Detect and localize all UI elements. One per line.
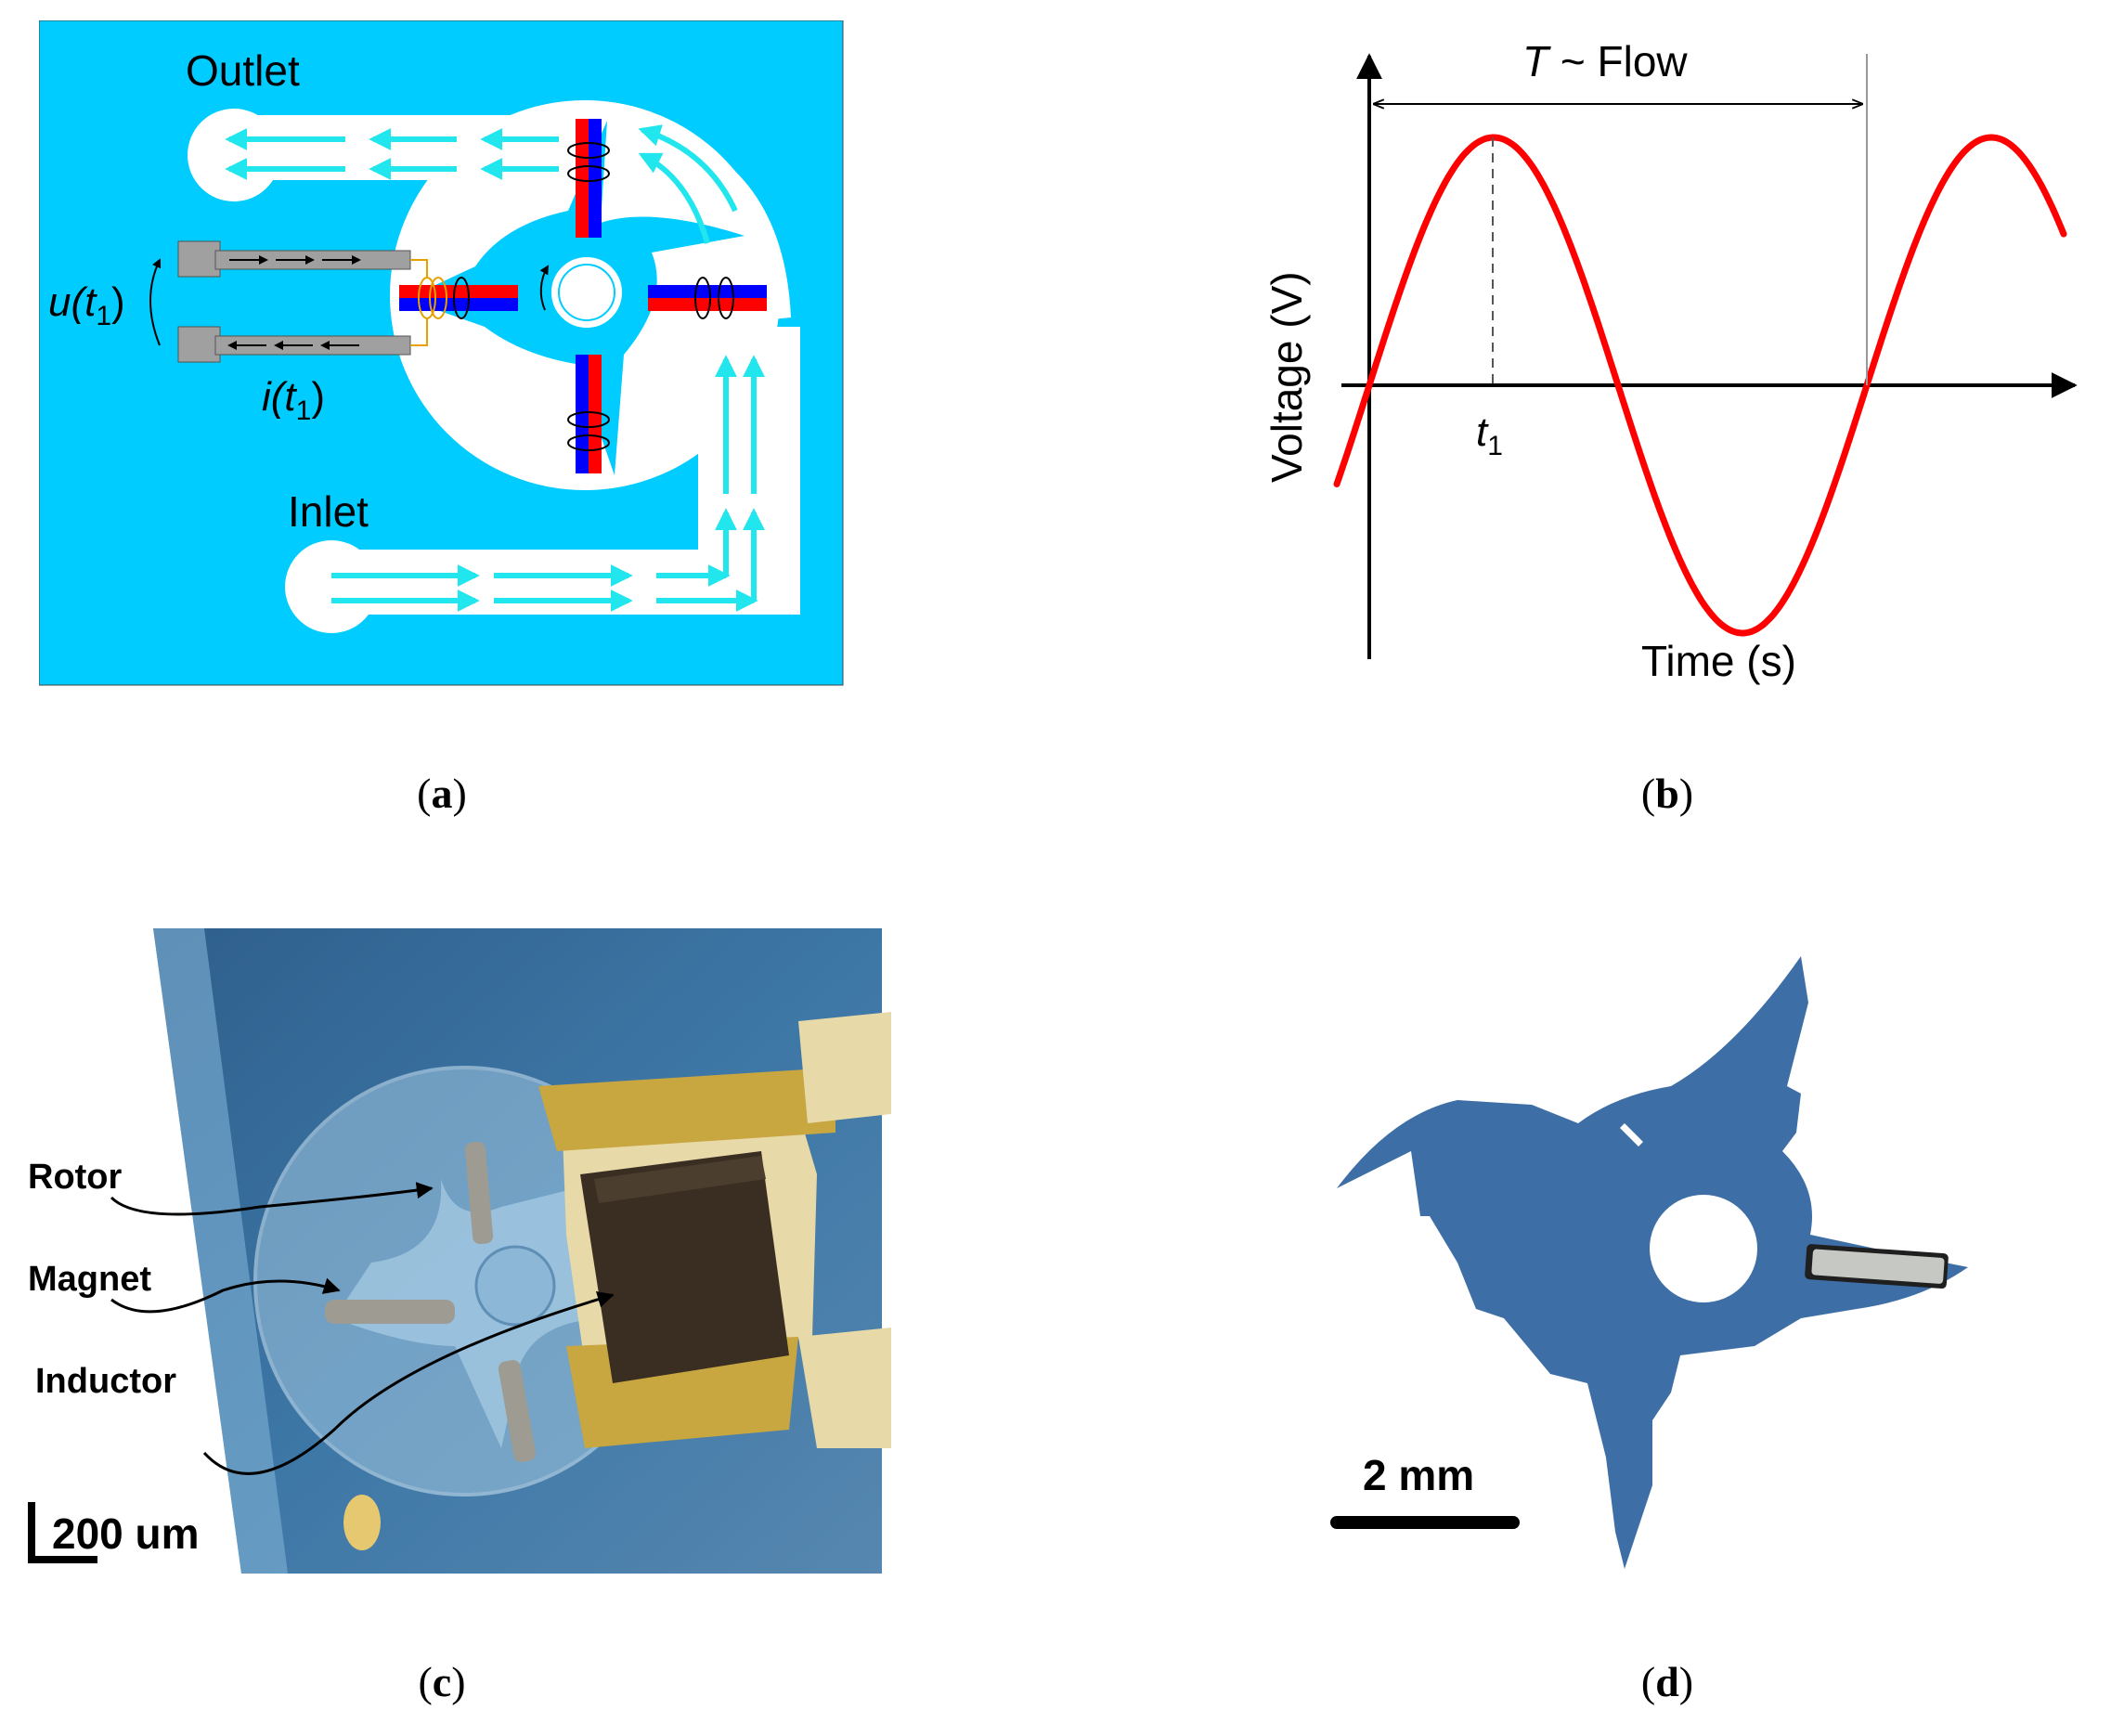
panel-c-photo: Rotor Magnet Inductor 200 um	[28, 928, 891, 1574]
pcb-photo	[153, 928, 891, 1574]
caption-c: (c)	[418, 1658, 466, 1705]
caption-b: (b)	[1640, 770, 1694, 817]
t1-label: t1	[1476, 409, 1503, 461]
panel-d-photo: 2 mm	[1330, 956, 1968, 1569]
caption-d: (d)	[1640, 1658, 1694, 1705]
inductor-callout: Inductor	[35, 1362, 176, 1401]
scale-bar-c	[28, 1502, 97, 1563]
x-axis-label: Time (s)	[1641, 637, 1796, 685]
rotor-callout: Rotor	[28, 1158, 123, 1197]
current-label: i(t1)	[262, 374, 325, 426]
rotor-magnets	[399, 119, 767, 473]
rotor-shape	[406, 121, 745, 475]
scale-bar-c-label: 200 um	[52, 1509, 200, 1558]
voltage-sine-curve	[1333, 134, 2067, 637]
panel-b-voltage-plot: T ~ Flow Voltage (V) Time (s) t1	[1263, 37, 2078, 685]
scale-bar-d-label: 2 mm	[1363, 1451, 1474, 1499]
period-label: T ~ Flow	[1522, 37, 1688, 85]
voltage-label: u(t1)	[48, 279, 125, 331]
inlet-label: Inlet	[288, 487, 369, 536]
caption-a: (a)	[417, 770, 467, 817]
electrodes	[149, 240, 428, 363]
flow-arrows	[225, 124, 765, 612]
callout-leaders	[110, 1182, 615, 1475]
y-axis-label: Voltage (V)	[1263, 271, 1311, 483]
magnet-callout: Magnet	[28, 1260, 151, 1299]
outlet-label: Outlet	[186, 46, 300, 95]
rotor-photo	[1337, 956, 1968, 1569]
panel-a-schematic: Outlet Inlet u(t1) i(t1)	[39, 20, 844, 686]
